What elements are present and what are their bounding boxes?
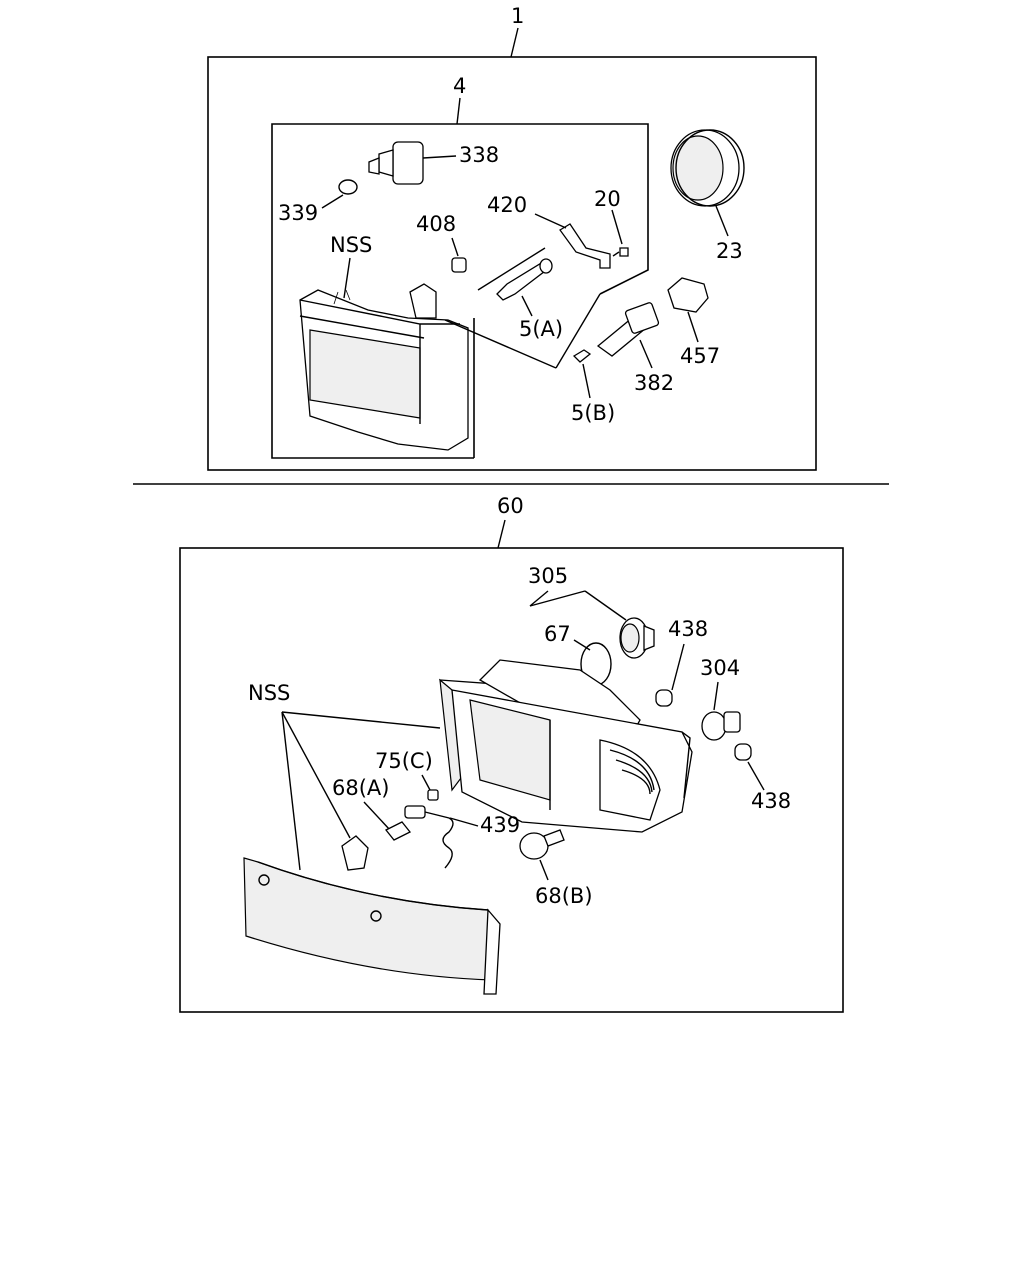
label-68b: 68(B) xyxy=(535,884,593,908)
label-438-top: 438 xyxy=(668,617,708,641)
part-305-socket xyxy=(619,617,655,659)
part-23-ring xyxy=(670,129,745,237)
part-5b-bulb xyxy=(572,349,592,399)
label-457: 457 xyxy=(680,344,720,368)
part-68b-bulb xyxy=(519,829,565,881)
assembly-1-frame xyxy=(207,56,817,471)
label-20: 20 xyxy=(594,187,621,211)
callout-1: 1 xyxy=(511,4,524,28)
label-382: 382 xyxy=(634,371,674,395)
part-382-socket xyxy=(596,302,660,369)
part-339-oring xyxy=(338,179,358,195)
part-side-lamp-housing xyxy=(439,659,693,833)
part-338-socket xyxy=(368,141,457,185)
callout-60: 60 xyxy=(497,494,524,518)
label-439: 439 xyxy=(480,813,520,837)
part-439-wire xyxy=(404,805,454,869)
assembly-60-frame xyxy=(179,547,844,1013)
part-457-clip xyxy=(667,277,709,343)
label-nss-bottom: NSS xyxy=(248,681,290,705)
label-23: 23 xyxy=(716,239,743,263)
subassembly-4-frame xyxy=(271,123,649,459)
label-438-bottom: 438 xyxy=(751,789,791,813)
label-305: 305 xyxy=(528,564,568,588)
part-lens xyxy=(243,857,501,995)
label-67: 67 xyxy=(544,622,571,646)
label-408: 408 xyxy=(416,212,456,236)
top-section: 1 4 338 339 408 420 xyxy=(207,4,817,471)
part-5a-bulb xyxy=(496,258,553,317)
label-68a: 68(A) xyxy=(332,776,389,800)
label-nss-top: NSS xyxy=(330,233,372,257)
label-339: 339 xyxy=(278,201,318,225)
label-75c: 75(C) xyxy=(375,749,433,773)
part-438-cap-bottom xyxy=(734,743,752,761)
part-304-socket xyxy=(701,711,741,741)
part-438-cap-top xyxy=(655,689,673,707)
part-75c-screw xyxy=(427,789,439,801)
label-5b: 5(B) xyxy=(571,401,615,425)
part-408-nut xyxy=(451,237,467,273)
part-20-screw xyxy=(611,209,629,257)
callout-4: 4 xyxy=(453,74,466,98)
label-5a: 5(A) xyxy=(519,317,563,341)
part-headlamp-housing xyxy=(299,283,469,451)
bottom-section: 60 305 67 438 304 438 xyxy=(179,494,844,1013)
part-420-bracket xyxy=(534,213,611,269)
label-338: 338 xyxy=(459,143,499,167)
label-420: 420 xyxy=(487,193,527,217)
label-304: 304 xyxy=(700,656,740,680)
part-68a-bulb xyxy=(341,821,412,871)
